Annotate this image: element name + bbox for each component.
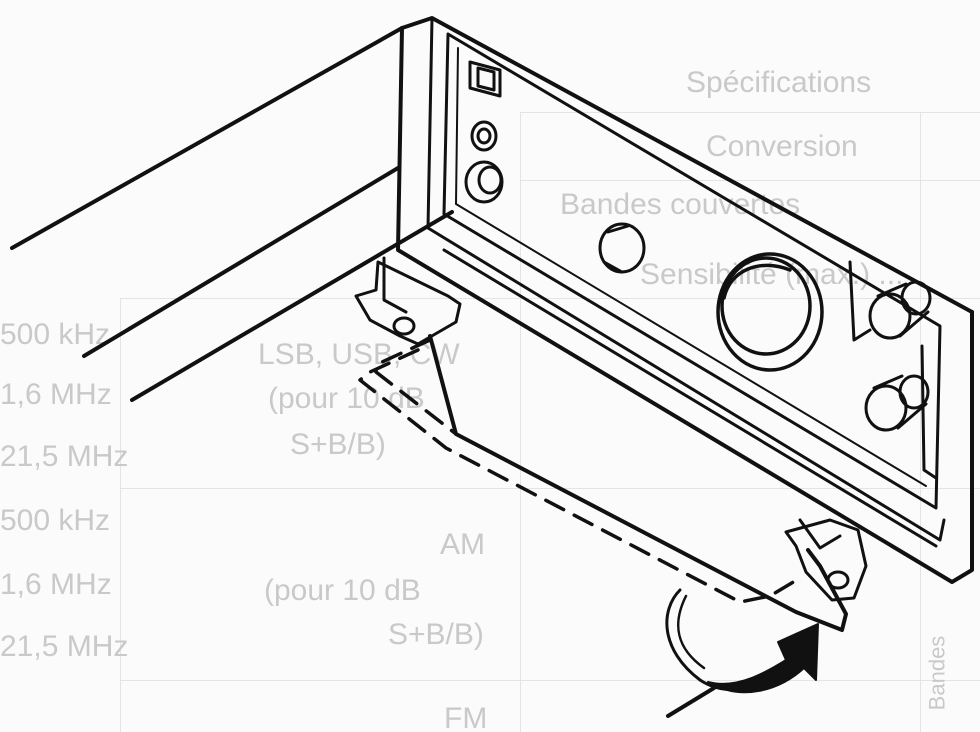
bleed-text-215mhz-2: 21,5 MHz bbox=[0, 630, 129, 663]
bleed-text-sb-1: S+B/B) bbox=[290, 428, 386, 461]
bleed-rule bbox=[520, 180, 980, 181]
bleed-text-specifications: Spécifications bbox=[686, 66, 872, 99]
rotate-arrow-icon bbox=[665, 588, 819, 694]
panel-tab bbox=[848, 260, 872, 342]
jack-small-icon bbox=[470, 120, 498, 152]
bleed-text-bandes-couvertes: Bandes couvertes bbox=[560, 188, 801, 221]
front-panel-inner-edge bbox=[426, 16, 946, 542]
body-top-edge bbox=[400, 16, 974, 314]
recessed-panel-lip bbox=[455, 47, 927, 487]
bleed-text-sb-2: S+B/B) bbox=[388, 618, 484, 651]
bleed-text-16mhz-1: 1,6 MHz bbox=[0, 378, 112, 411]
front-panel-outline bbox=[396, 26, 974, 584]
bleed-text-pour-10db-2: (pour 10 dB bbox=[264, 574, 421, 607]
wire-stand-dashed bbox=[358, 348, 802, 604]
bleed-rule bbox=[520, 112, 980, 113]
pointer-line bbox=[666, 686, 716, 718]
side-button-bottom-icon bbox=[864, 374, 930, 432]
bleed-rule bbox=[120, 298, 980, 299]
bleed-text-16mhz-2: 1,6 MHz bbox=[0, 568, 112, 601]
bleed-text-sensibilite: Sensibilité (max.) ... bbox=[640, 258, 904, 291]
bleed-rule bbox=[520, 112, 521, 732]
bleed-rule bbox=[920, 112, 921, 732]
large-dial-icon bbox=[716, 252, 824, 372]
left-bracket bbox=[354, 256, 462, 346]
bleed-rule bbox=[120, 298, 121, 732]
panel-right-slot bbox=[920, 344, 938, 480]
bleed-text-conversion: Conversion bbox=[706, 130, 858, 163]
side-button-top-icon bbox=[868, 280, 932, 340]
wire-stand-dashed-inner bbox=[374, 338, 458, 436]
panel-rail bbox=[442, 248, 938, 548]
small-knob-icon bbox=[598, 222, 646, 274]
bleed-text-215mhz-1: 21,5 MHz bbox=[0, 440, 129, 473]
bleed-text-500khz-1: 500 kHz bbox=[0, 318, 111, 351]
recessed-panel bbox=[442, 32, 942, 510]
bleed-text-am: AM bbox=[440, 528, 485, 561]
bleed-rule bbox=[120, 680, 980, 681]
body-left-edges bbox=[10, 26, 454, 402]
bleed-text-500khz-2: 500 kHz bbox=[0, 504, 111, 537]
jack-large-icon bbox=[464, 160, 504, 204]
top-switch-icon bbox=[468, 60, 502, 98]
bleed-text-fm: FM bbox=[444, 702, 488, 732]
bleed-rule bbox=[120, 488, 980, 489]
right-bracket bbox=[784, 518, 868, 602]
